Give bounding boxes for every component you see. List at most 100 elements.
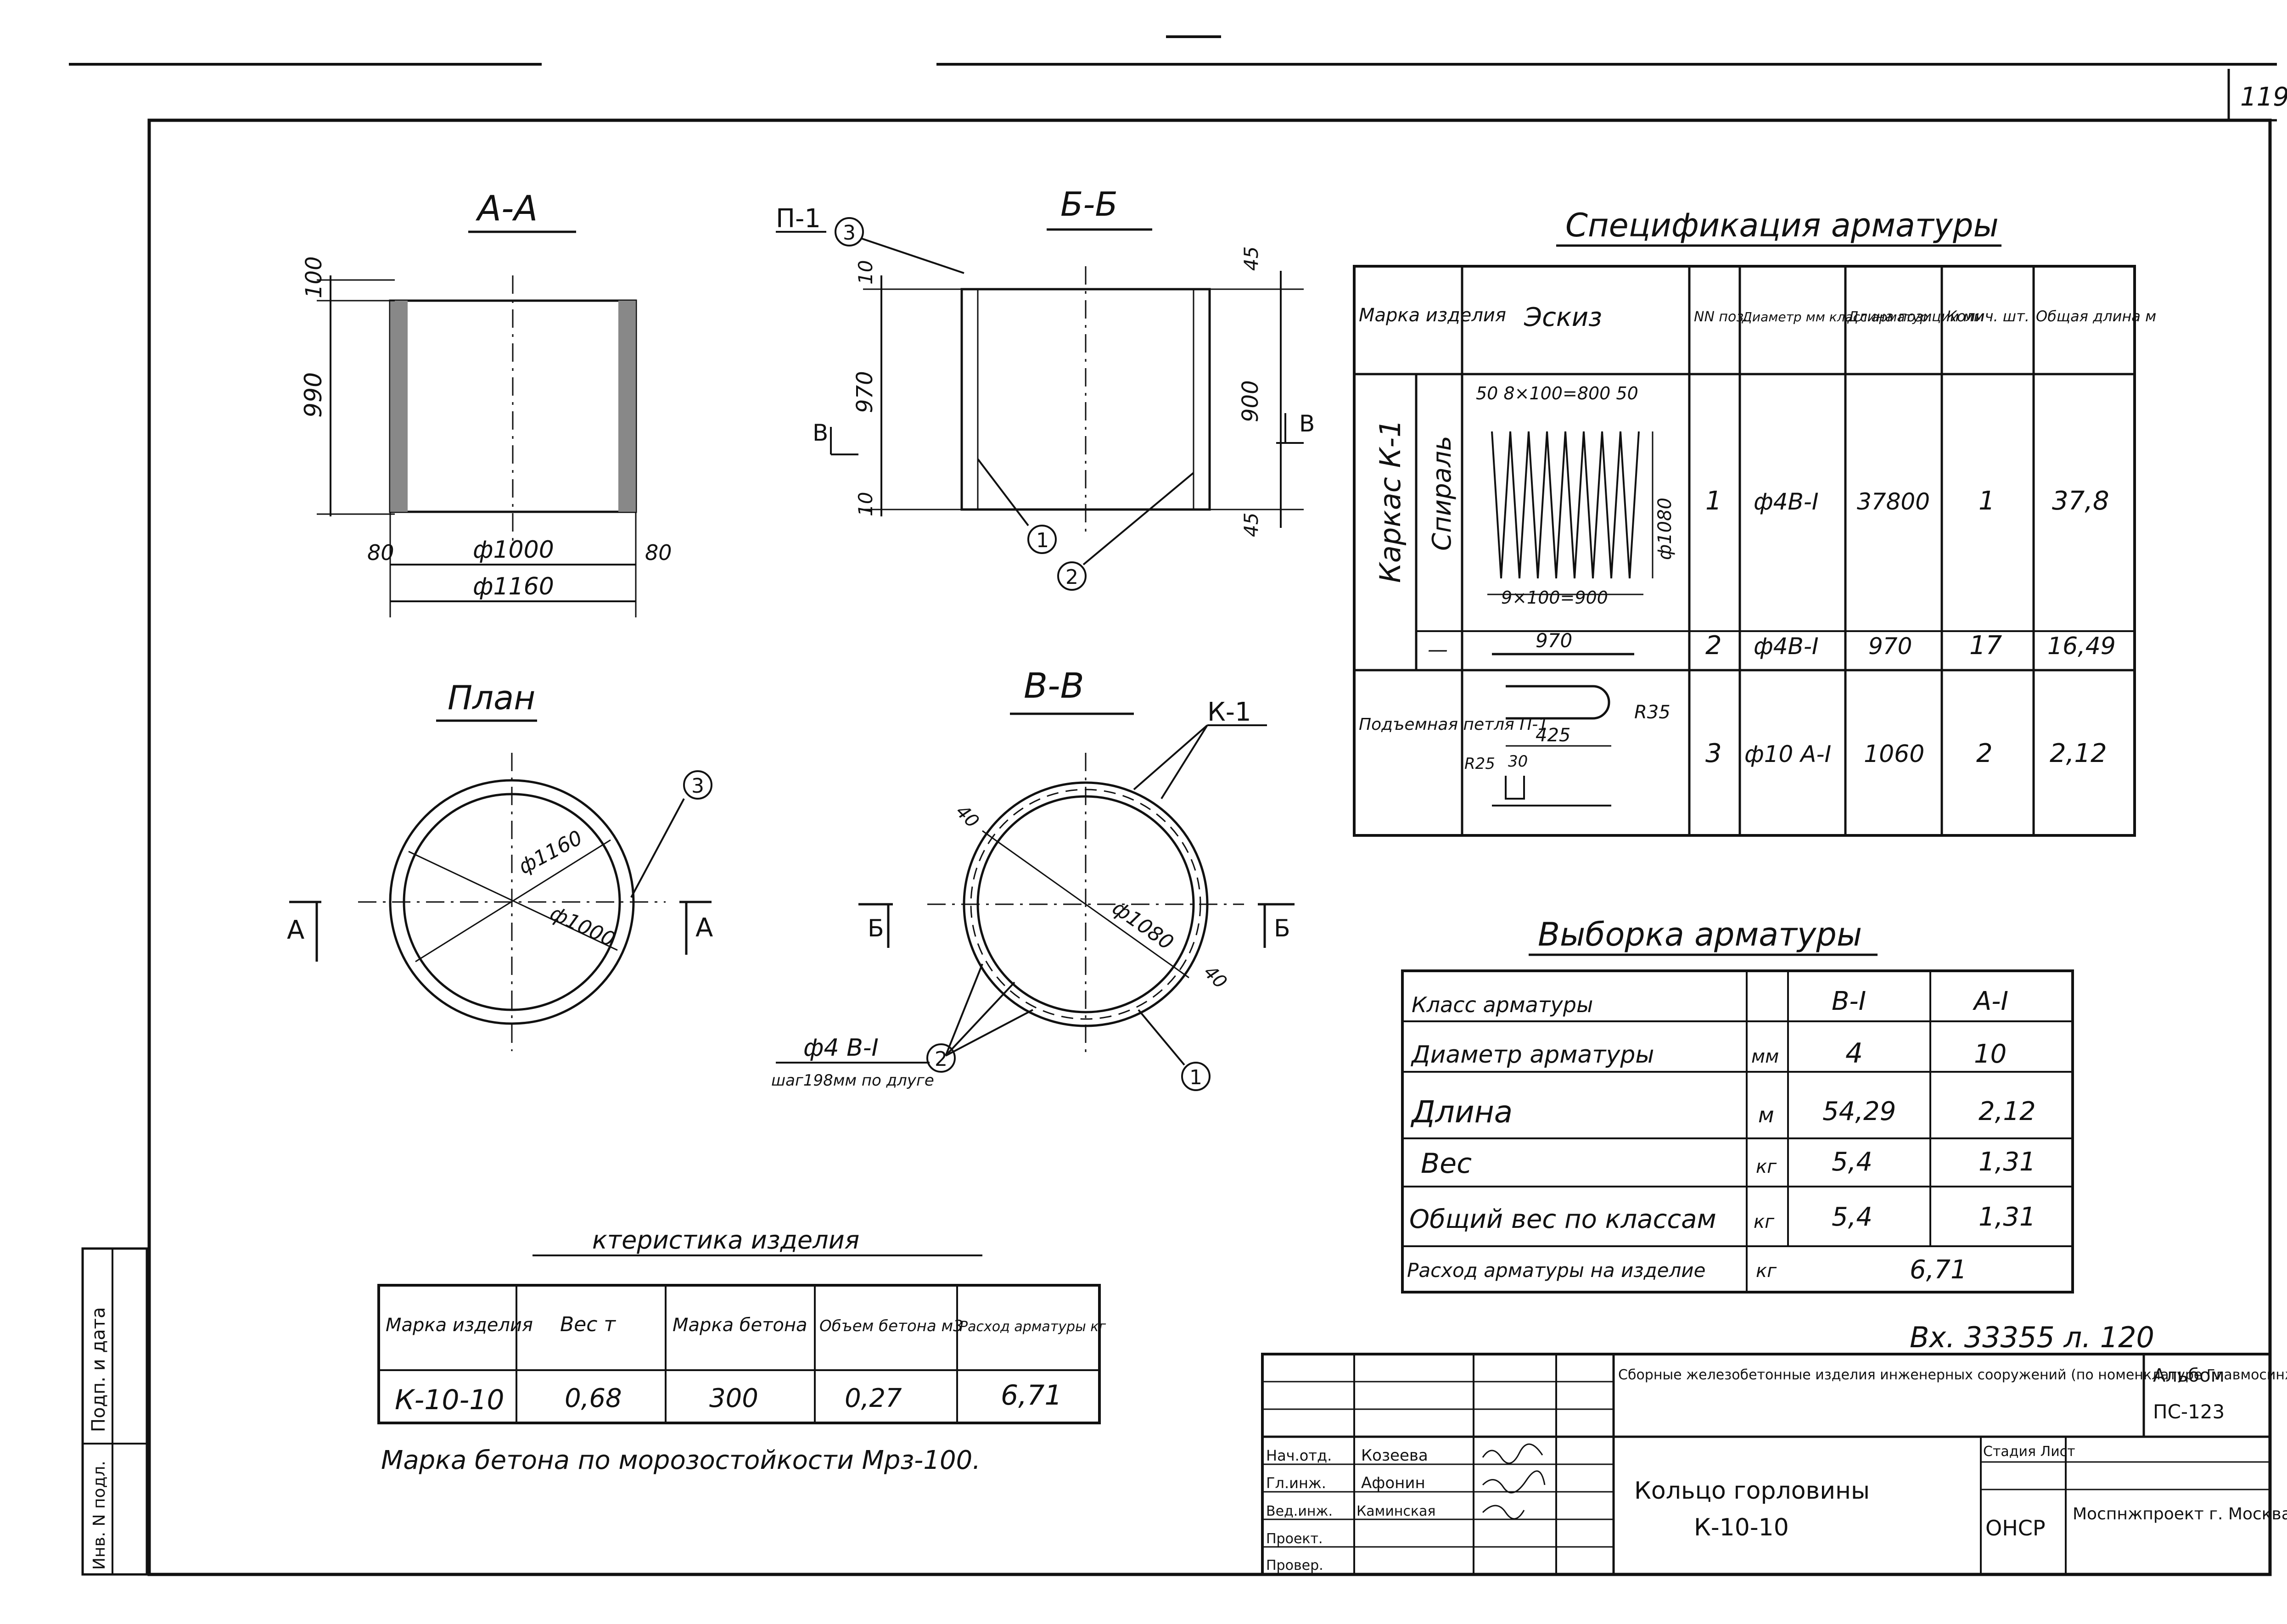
selection-row-diameter: Диаметр арматуры мм 4 10 bbox=[1411, 1037, 2007, 1070]
svg-text:NN поз.: NN поз. bbox=[1694, 309, 1748, 325]
selection-row-total: Расход арматуры на изделие кг 6,71 bbox=[1407, 1255, 1967, 1285]
characteristics-note: Марка бетона по морозостойкости Мрз-100. bbox=[381, 1445, 981, 1475]
title-names: Козеева Афонин Каминская bbox=[1357, 1446, 1435, 1519]
signature-kaminskaya bbox=[1482, 1505, 1525, 1520]
svg-text:Расход арматуры на изделие: Расход арматуры на изделие bbox=[1407, 1259, 1705, 1282]
svg-text:54,29: 54,29 bbox=[1822, 1097, 1896, 1126]
svg-text:30: 30 bbox=[1508, 752, 1528, 771]
spec-sketch-loop: R35 425 R25 30 bbox=[1464, 685, 1670, 806]
svg-text:Диаметр арматуры: Диаметр арматуры bbox=[1411, 1041, 1654, 1069]
svg-text:0,27: 0,27 bbox=[845, 1383, 902, 1413]
svg-text:R35: R35 bbox=[1634, 702, 1670, 723]
svg-text:Эскиз: Эскиз bbox=[1524, 302, 1602, 332]
organization: Моспнжпроект г. Москва bbox=[2073, 1505, 2287, 1523]
spec-sketch-bar: 970 bbox=[1536, 629, 1572, 652]
svg-text:2: 2 bbox=[1976, 739, 1993, 768]
section-aa-title: А-А bbox=[475, 188, 538, 229]
svg-text:Общий вес по классам: Общий вес по классам bbox=[1409, 1204, 1716, 1234]
section-aa-dim-outer: ф1160 bbox=[473, 573, 554, 600]
svg-text:ф10 А-I: ф10 А-I bbox=[1744, 741, 1831, 767]
svg-text:1: 1 bbox=[1705, 486, 1722, 516]
spec-group-frame: Каркас К-1 bbox=[1373, 420, 1407, 583]
spec-row-2: 2 ф4В-I 970 17 16,49 bbox=[1705, 631, 2116, 661]
svg-text:Расход арматуры кг: Расход арматуры кг bbox=[959, 1319, 1106, 1335]
title-block: Вх. 33355 л. 120 Сборные железобетонные … bbox=[1261, 1321, 2287, 1576]
callout-3-bb bbox=[835, 217, 864, 246]
svg-text:кг: кг bbox=[1756, 1156, 1777, 1177]
characteristics-row: К-10-10 0,68 300 0,27 6,71 bbox=[395, 1379, 1062, 1416]
svg-text:Марка изделия: Марка изделия bbox=[1359, 305, 1506, 326]
signature-kozeeva bbox=[1482, 1443, 1543, 1464]
svg-text:2,12: 2,12 bbox=[1979, 1097, 2036, 1126]
sheet-number: 119 bbox=[2240, 82, 2287, 112]
section-aa-wall-right bbox=[618, 301, 636, 512]
svg-text:37800: 37800 bbox=[1857, 488, 1930, 515]
incoming-stamp: Вх. 33355 л. 120 bbox=[1910, 1321, 2154, 1354]
section-bb-cut-right: В bbox=[1299, 410, 1315, 437]
section-vv-rebar-step: шаг198мм по длуге bbox=[771, 1071, 934, 1090]
svg-text:5,4: 5,4 bbox=[1832, 1202, 1872, 1232]
svg-text:А-I: А-I bbox=[1973, 986, 2008, 1016]
sheet-frame: 119 bbox=[69, 35, 2287, 1576]
section-aa-dim-height: 990 bbox=[300, 372, 327, 418]
selection-title: Выборка арматуры bbox=[1538, 916, 1862, 953]
svg-text:4: 4 bbox=[1845, 1037, 1863, 1070]
svg-text:300: 300 bbox=[709, 1383, 758, 1413]
svg-text:Общая длина м: Общая длина м bbox=[2036, 308, 2156, 325]
svg-text:3: 3 bbox=[691, 774, 704, 798]
product-mark: К-10-10 bbox=[1694, 1514, 1789, 1541]
product-name: Кольцо горловины bbox=[1634, 1477, 1870, 1505]
title-description: Сборные железобетонные изделия инженерны… bbox=[1618, 1367, 2287, 1383]
svg-text:16,49: 16,49 bbox=[2047, 633, 2116, 660]
stage-header: Стадия Лист bbox=[1983, 1444, 2075, 1460]
callout-1-bb bbox=[1027, 525, 1057, 554]
svg-text:Козеева: Козеева bbox=[1361, 1446, 1428, 1465]
specification-header: Марка изделия Эскиз NN поз. Диаметр мм к… bbox=[1359, 302, 2156, 332]
svg-text:2,12: 2,12 bbox=[2050, 739, 2107, 768]
svg-text:5,4: 5,4 bbox=[1832, 1147, 1872, 1177]
svg-text:37,8: 37,8 bbox=[2052, 486, 2109, 516]
signature-afonin bbox=[1482, 1470, 1546, 1494]
svg-text:1,31: 1,31 bbox=[1979, 1147, 2036, 1177]
svg-text:1: 1 bbox=[1979, 486, 1995, 516]
section-vv: В-В ф1080 40 40 К-1 Б Б 2 ф4 В-I шаг198м… bbox=[771, 665, 1295, 1091]
spec-sketch-spiral: 50 8×100=800 50 9×100=900 ф1080 bbox=[1476, 383, 1676, 608]
svg-text:970: 970 bbox=[1868, 633, 1912, 660]
section-bb-dim-right-height: 900 bbox=[1238, 380, 1263, 422]
callout-2-vv bbox=[926, 1043, 956, 1073]
plan-dim-outer: ф1160 bbox=[515, 826, 586, 879]
svg-text:Марка бетона: Марка бетона bbox=[673, 1315, 807, 1336]
svg-text:Провер.: Провер. bbox=[1266, 1557, 1323, 1574]
svg-text:ф4В-I: ф4В-I bbox=[1754, 633, 1819, 660]
section-bb: Б-Б П-1 3 10 970 10 45 900 45 В В 1 2 bbox=[776, 185, 1315, 591]
svg-text:м: м bbox=[1758, 1103, 1774, 1127]
section-aa-wall-left bbox=[390, 301, 408, 512]
spec-row-2-mark: — bbox=[1428, 638, 1448, 661]
svg-text:Колич. шт.: Колич. шт. bbox=[1946, 308, 2029, 325]
svg-text:кг: кг bbox=[1756, 1260, 1777, 1282]
svg-text:3: 3 bbox=[843, 221, 856, 245]
svg-text:9×100=900: 9×100=900 bbox=[1501, 588, 1608, 608]
svg-text:Вед.инж.: Вед.инж. bbox=[1266, 1503, 1333, 1519]
characteristics-header: Марка изделия Вес т Марка бетона Объем б… bbox=[386, 1313, 1106, 1336]
section-bb-loop-label: П-1 bbox=[776, 204, 821, 234]
svg-text:Диаметр мм класс арматур.: Диаметр мм класс арматур. bbox=[1741, 309, 1932, 325]
callout-2-bb bbox=[1057, 561, 1087, 591]
svg-text:В-I: В-I bbox=[1832, 986, 1866, 1016]
svg-text:мм: мм bbox=[1751, 1046, 1779, 1067]
svg-text:17: 17 bbox=[1969, 631, 2002, 661]
section-bb-dim-height: 970 bbox=[852, 371, 878, 413]
svg-text:Проект.: Проект. bbox=[1266, 1531, 1323, 1547]
plan-dim-inner: ф1000 bbox=[546, 902, 618, 952]
svg-text:2: 2 bbox=[1705, 631, 1722, 661]
plan-cut-left: А bbox=[287, 915, 304, 945]
svg-text:1: 1 bbox=[1036, 529, 1049, 552]
svg-text:Длина позиции мм: Длина позиции мм bbox=[1847, 309, 1984, 325]
side-stamp-label-date: Подп. и дата bbox=[88, 1307, 109, 1432]
section-vv-dim-40-right: 40 bbox=[1200, 962, 1231, 993]
section-bb-dim-bottom: 10 bbox=[854, 492, 877, 516]
section-bb-dim-right-bottom: 45 bbox=[1240, 513, 1262, 537]
selection-row-class: Класс арматуры В-I А-I bbox=[1412, 986, 2008, 1017]
svg-text:Вес: Вес bbox=[1421, 1148, 1472, 1180]
